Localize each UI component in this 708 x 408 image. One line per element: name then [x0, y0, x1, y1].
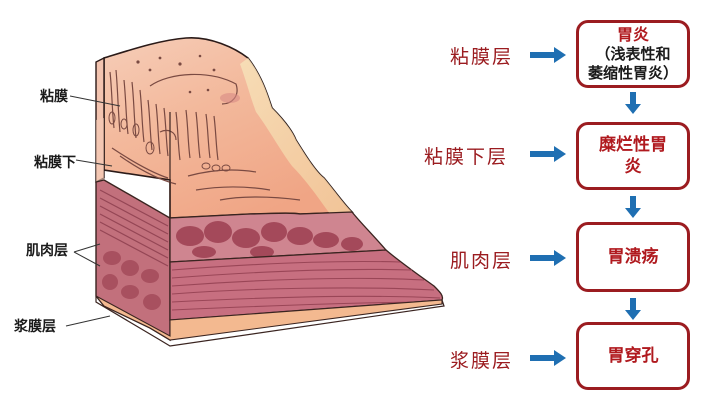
- label-serosa: 浆膜层: [14, 319, 56, 335]
- condition-subtitle: （浅表性和: [595, 45, 671, 63]
- condition-box-gastric-perforation: 胃穿孔: [576, 322, 690, 390]
- condition-box-gastric-ulcer: 胃溃疡: [576, 222, 690, 292]
- condition-title: 糜烂性胃: [599, 135, 667, 155]
- condition-title: 胃炎: [616, 25, 649, 44]
- condition-title: 胃穿孔: [607, 346, 659, 366]
- arrow-right-icon: [530, 47, 566, 63]
- condition-box-gastritis: 胃炎 （浅表性和 萎缩性胃炎）: [576, 20, 690, 88]
- label-muscularis: 肌肉层: [26, 243, 68, 259]
- arrow-right-icon: [530, 350, 566, 366]
- layer-label-submucosa: 粘膜下层: [424, 146, 509, 168]
- layer-label-mucosa: 粘膜层: [450, 46, 514, 68]
- condition-title: 胃溃疡: [607, 247, 659, 267]
- condition-box-erosive-gastritis: 糜烂性胃 炎: [576, 122, 690, 190]
- arrow-down-icon: [625, 298, 641, 320]
- layer-label-muscularis: 肌肉层: [450, 250, 514, 272]
- arrow-right-icon: [530, 250, 566, 266]
- condition-subtitle: 萎缩性胃炎）: [587, 64, 678, 82]
- label-mucosa: 粘膜: [40, 89, 68, 105]
- stomach-wall-illustration: [65, 37, 445, 347]
- layer-label-serosa: 浆膜层: [450, 350, 514, 372]
- arrow-down-icon: [625, 196, 641, 218]
- label-submucosa: 粘膜下: [34, 155, 76, 171]
- arrow-right-icon: [530, 146, 566, 162]
- condition-title-line2: 炎: [624, 157, 642, 177]
- arrow-down-icon: [625, 92, 641, 114]
